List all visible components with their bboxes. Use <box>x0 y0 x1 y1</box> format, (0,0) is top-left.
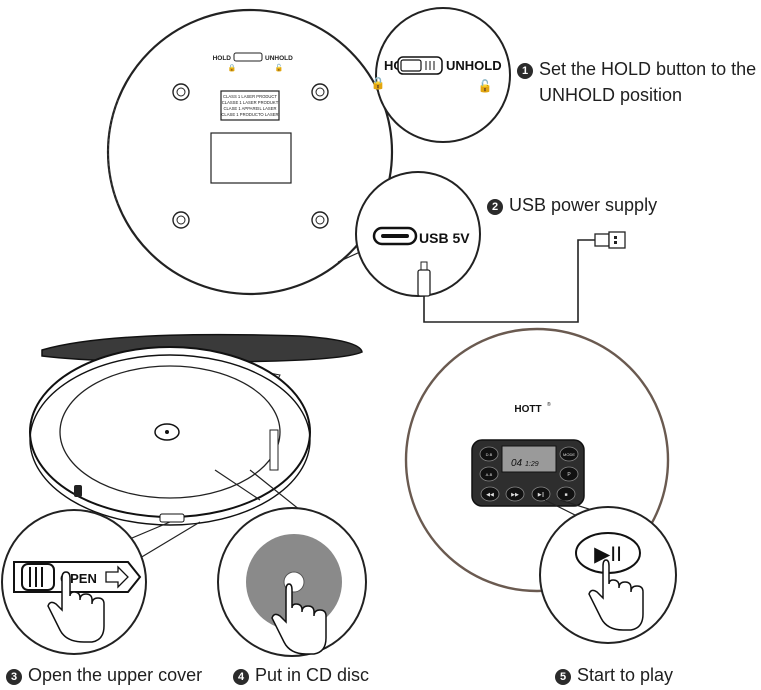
laser-label-line: CLASSE 1 LASER PRODUKT <box>222 100 279 105</box>
lcd-display <box>501 445 557 473</box>
step-number: 1 <box>517 63 533 79</box>
zoom-usb: USB 5V <box>355 171 481 297</box>
lcd-time: 1:29 <box>525 461 539 468</box>
arrow-right-icon <box>105 565 129 589</box>
step-number: 3 <box>6 669 22 685</box>
play-pause-button[interactable]: ▶|| <box>531 486 551 502</box>
zoom-disc <box>217 507 367 657</box>
svg-text:▶▶: ▶▶ <box>511 492 519 498</box>
brand-logo: HOTT <box>514 404 541 415</box>
svg-text:D.B: D.B <box>486 452 493 457</box>
svg-text:P: P <box>567 472 571 478</box>
player-back: CLASS 1 LASER PRODUCT CLASSE 1 LASER PRO… <box>106 8 394 296</box>
unhold-label-small: UNHOLD <box>265 55 293 62</box>
step-number: 2 <box>487 199 503 215</box>
zoom-hold: HOLD UNHOLD 🔒 🔓 <box>371 7 511 143</box>
rubber-foot <box>311 83 329 101</box>
unlock-icon: 🔓 <box>478 79 493 93</box>
rubber-foot <box>172 83 190 101</box>
step-1-line1: Set the HOLD button to the <box>539 59 757 79</box>
usb-a-plug <box>594 231 626 249</box>
brand-mark: ® <box>547 401 551 408</box>
zoom-open: OPEN <box>1 509 147 655</box>
mode-button[interactable]: MODE <box>559 446 579 462</box>
unlock-icon: 🔓 <box>275 63 284 72</box>
db-button[interactable]: D.B <box>479 446 499 462</box>
step-number: 4 <box>233 669 249 685</box>
stop-button[interactable]: ■ <box>556 486 576 502</box>
lock-icon: 🔒 <box>228 64 237 72</box>
player-open <box>29 333 363 526</box>
hold-label-small: HOLD <box>213 55 232 62</box>
battery-cover <box>210 132 292 184</box>
hold-slide-switch[interactable] <box>397 56 443 75</box>
unhold-label: UNHOLD <box>446 58 502 73</box>
hand-icon <box>47 571 105 643</box>
svg-text:◀◀: ◀◀ <box>486 492 494 498</box>
prev-button[interactable]: ◀◀ <box>480 486 500 502</box>
play-pause-icon: ▶II <box>594 543 622 566</box>
lock-icon: 🔒 <box>371 76 386 90</box>
laser-label <box>220 90 280 121</box>
svg-text:▶||: ▶|| <box>538 492 544 498</box>
open-latch-small[interactable] <box>159 513 185 523</box>
program-button[interactable]: P <box>559 466 579 482</box>
ab-button[interactable]: A-B <box>479 466 499 482</box>
hold-switch-small[interactable] <box>233 52 263 62</box>
next-button[interactable]: ▶▶ <box>505 486 525 502</box>
laser-label-line: CLASE 1 PRODUCTO LASER <box>221 112 278 117</box>
rubber-foot <box>172 211 190 229</box>
svg-text:■: ■ <box>564 492 567 498</box>
usb-cable <box>423 239 595 323</box>
laser-label-line: CLASS 1 LASER PRODUCT <box>223 94 277 99</box>
step-1-label: 1 Set the HOLD button to the <box>517 58 756 80</box>
step-1-label-line2: UNHOLD position <box>539 85 683 105</box>
laser-label-line: CLASE 1 APPAREIL LASER <box>223 106 276 111</box>
usb-c-plug <box>417 261 431 297</box>
hand-icon <box>588 559 644 631</box>
zoom-play: ▶II <box>539 506 677 644</box>
svg-text:A-B: A-B <box>486 472 493 477</box>
rubber-foot <box>311 211 329 229</box>
hand-icon <box>271 583 327 655</box>
svg-text:MODE: MODE <box>563 452 575 457</box>
lcd-track: 04 <box>511 458 523 469</box>
usb-label: USB 5V <box>419 230 470 246</box>
step-number: 5 <box>555 669 571 685</box>
